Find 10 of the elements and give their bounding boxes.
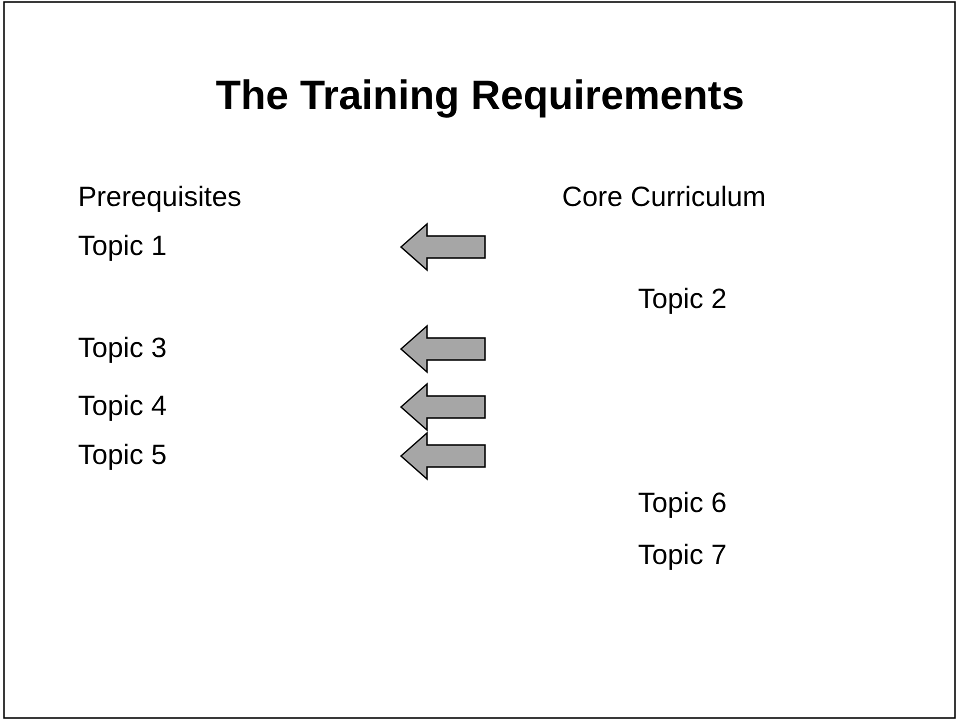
- column-heading: Core Curriculum: [562, 180, 766, 214]
- title: The Training Requirements: [214, 71, 746, 120]
- topic-text: Topic 1: [78, 229, 167, 263]
- topic-text: Topic 3: [78, 331, 167, 365]
- topic-text: Topic 5: [78, 438, 167, 472]
- topic-text: Topic 6: [638, 486, 727, 520]
- topic-text: Topic 2: [638, 282, 727, 316]
- topic-text: Topic 4: [78, 389, 167, 423]
- column-heading: Prerequisites: [78, 180, 242, 214]
- topic-text: Topic 7: [638, 538, 727, 572]
